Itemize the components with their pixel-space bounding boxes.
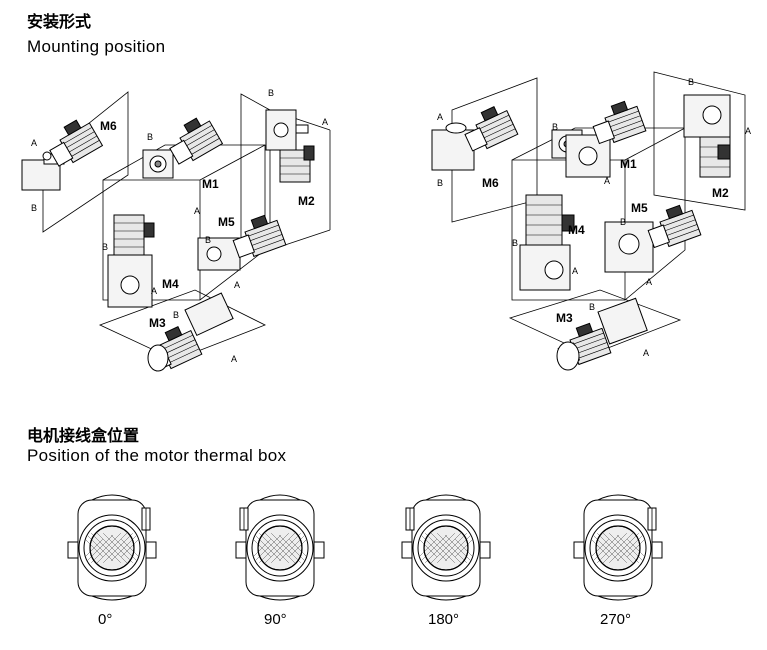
svg-text:A: A [745,126,751,136]
label-m1-left: M1 [202,177,219,191]
section-title-en-mounting: Mounting position [27,37,166,56]
svg-text:A: A [643,348,649,358]
svg-text:A: A [604,176,610,186]
label-m4-right: M4 [568,223,585,237]
thermal-box-row [67,494,663,601]
svg-text:B: B [620,217,626,227]
svg-text:A: A [437,112,443,122]
label-m2-left: M2 [298,194,315,208]
angle-label-90: 90° [264,611,287,628]
section-title-cn-mounting: 安装形式 [27,12,92,31]
label-m5-right: M5 [631,201,648,215]
angle-label-180: 180° [428,611,459,628]
thermal-box-view-90 [235,494,325,601]
thermal-box-view-180 [401,494,491,601]
svg-text:B: B [102,242,108,252]
svg-text:A: A [234,280,240,290]
svg-text:A: A [231,354,237,364]
thermal-box-view-0 [67,494,157,601]
mounting-group-left: M6 M1 M2 M5 M4 M3 A B B A B A B A B A B … [21,88,331,375]
label-m6-left: M6 [100,119,117,133]
label-m3-left: M3 [149,316,166,330]
thermal-box-view-270 [573,494,663,601]
svg-text:A: A [151,286,157,296]
svg-text:A: A [322,117,328,127]
section-title-cn-thermal-box: 电机接线盒位置 [27,426,140,445]
svg-text:B: B [173,310,179,320]
svg-text:B: B [147,132,153,142]
label-m4-left: M4 [162,277,179,291]
label-m3-right: M3 [556,311,573,325]
svg-text:A: A [194,206,200,216]
svg-text:B: B [552,122,558,132]
svg-text:A: A [572,266,578,276]
svg-text:B: B [512,238,518,248]
svg-text:B: B [205,235,211,245]
svg-text:B: B [688,77,694,87]
svg-text:B: B [589,302,595,312]
angle-label-270: 270° [600,611,631,628]
label-m2-right: M2 [712,186,729,200]
svg-text:A: A [646,277,652,287]
section-title-en-thermal-box: Position of the motor thermal box [27,446,287,465]
label-m6-right: M6 [482,176,499,190]
svg-text:B: B [437,178,443,188]
mounting-group-right: M6 M1 M2 M5 M4 M3 A B B A B A B A B A B … [431,71,751,371]
svg-text:B: B [268,88,274,98]
svg-text:A: A [31,138,37,148]
angle-label-0: 0° [98,611,112,628]
label-m5-left: M5 [218,215,235,229]
svg-text:B: B [31,203,37,213]
label-m1-right: M1 [620,157,637,171]
